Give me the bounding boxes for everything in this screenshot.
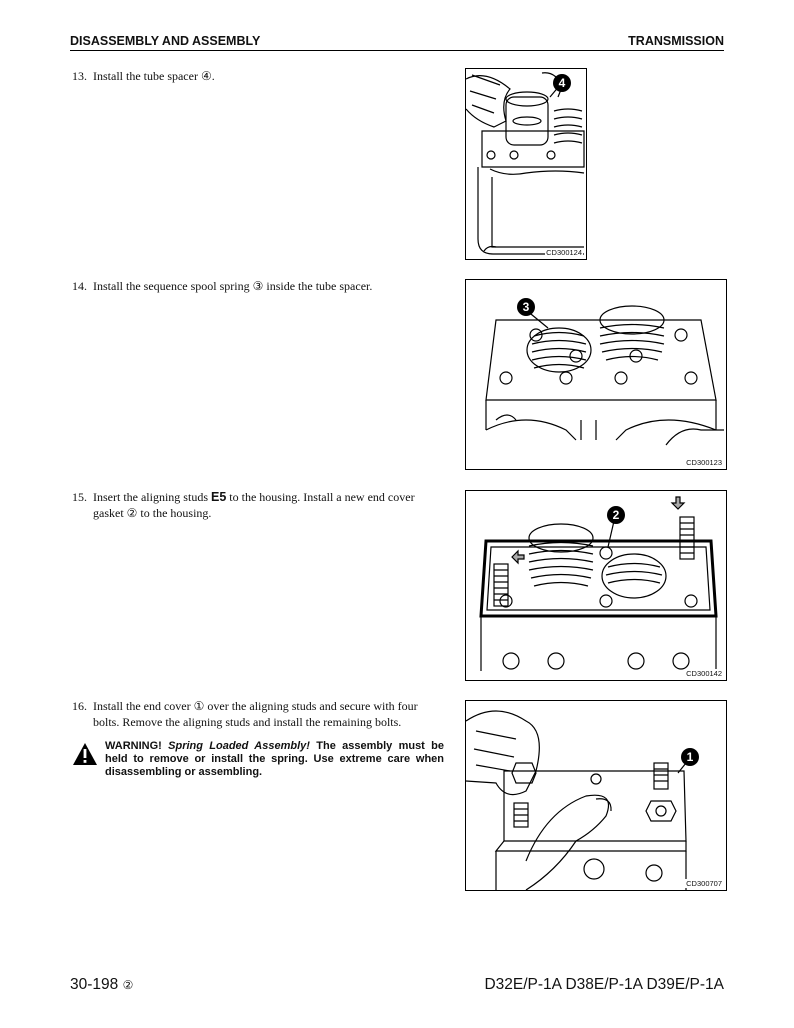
chapter-title: TRANSMISSION	[628, 34, 724, 48]
section-title: DISASSEMBLY AND ASSEMBLY	[70, 34, 261, 48]
step-number: 15.	[72, 490, 87, 504]
page-number-text: 30-198	[70, 976, 119, 993]
step-text: Install the tube spacer ④.	[93, 69, 215, 83]
callout-1-icon: 1	[681, 748, 699, 766]
figure-drawing	[479, 496, 718, 671]
figure-code: CD300142	[685, 669, 723, 678]
step-text-part: to the housing. Install a new end cover …	[93, 490, 415, 520]
step-number: 16.	[72, 699, 87, 713]
step-text-part: Insert the aligning studs	[93, 490, 208, 504]
page-number: 30-198 ②	[70, 976, 133, 994]
model-list: D32E/P-1A D38E/P-1A D39E/P-1A	[484, 976, 724, 993]
figure-drawing	[466, 72, 585, 255]
step-13: 13. Install the tube spacer ④.	[72, 68, 444, 84]
callout-number: 4	[559, 76, 566, 90]
warning-block: WARNING! Spring Loaded Assembly! The ass…	[72, 740, 444, 779]
callout-number: 3	[523, 300, 530, 314]
warning-title: Spring Loaded Assembly!	[168, 740, 310, 752]
step-text: Install the end cover ① over the alignin…	[93, 699, 418, 729]
figure-sequence-spring: 3 CD300123	[465, 279, 727, 470]
figure-drawing	[466, 710, 687, 890]
step-number: 13.	[72, 69, 87, 83]
revision-mark: ②	[122, 978, 134, 992]
callout-3-icon: 3	[517, 298, 535, 316]
figure-code: CD300123	[685, 458, 723, 467]
figure-tube-spacer: 4 CD300124	[465, 68, 587, 260]
warning-triangle-icon	[73, 743, 97, 765]
callout-2-icon: 2	[607, 506, 625, 524]
warning-body: The assembly must be held to remove or i…	[105, 740, 444, 778]
warning-label: WARNING!	[105, 740, 162, 752]
callout-number: 2	[613, 508, 620, 522]
step-16: 16. Install the end cover ① over the ali…	[72, 698, 444, 730]
figure-end-cover: 1 CD300707	[465, 700, 727, 891]
figure-drawing	[485, 305, 724, 446]
callout-4-icon: 4	[553, 74, 571, 92]
figure-aligning-studs: 2 CD300142	[465, 490, 727, 681]
warning-text: WARNING! Spring Loaded Assembly! The ass…	[105, 740, 444, 779]
step-14: 14. Install the sequence spool spring ③ …	[72, 278, 444, 294]
callout-number: 1	[687, 750, 694, 764]
figure-code: CD300124	[545, 248, 583, 257]
step-number: 14.	[72, 279, 87, 293]
tool-code: E5	[210, 490, 227, 504]
figure-code: CD300707	[685, 879, 723, 888]
page-header: DISASSEMBLY AND ASSEMBLY TRANSMISSION	[70, 34, 724, 51]
step-text: Insert the aligning studs E5 to the hous…	[93, 489, 444, 521]
step-15: 15. Insert the aligning studs E5 to the …	[72, 489, 444, 521]
step-text: Install the sequence spool spring ③ insi…	[93, 279, 373, 293]
